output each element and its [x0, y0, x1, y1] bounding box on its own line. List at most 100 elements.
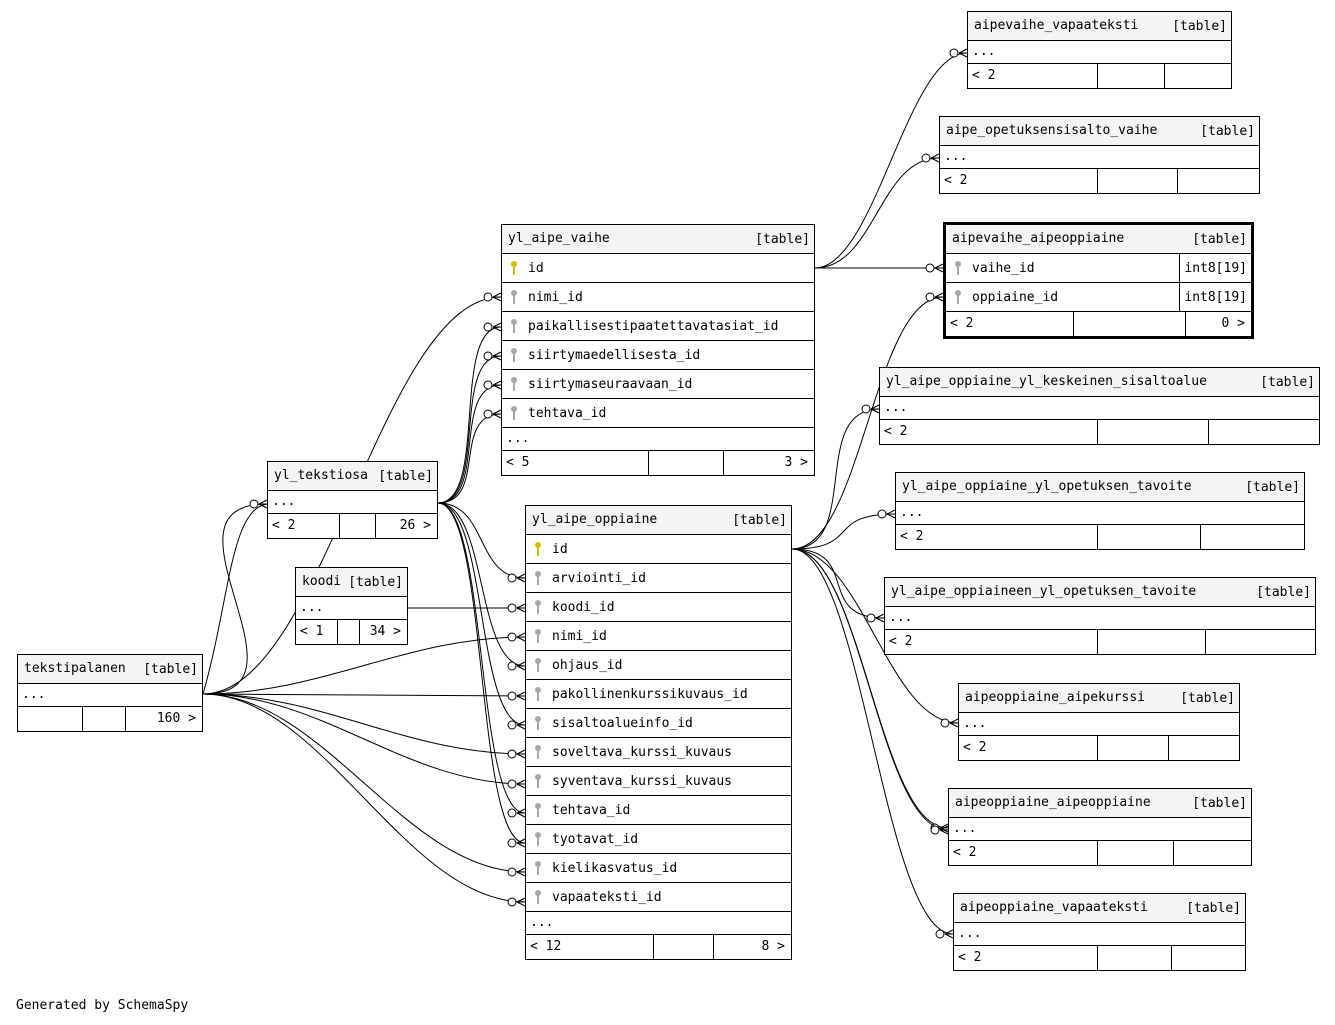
table-header: koodi [table] [296, 568, 407, 597]
relationship-edge [791, 408, 880, 550]
child-count[interactable]: 26 > [399, 518, 431, 533]
parent-count[interactable]: < 2 [884, 424, 908, 439]
relationship-edge [437, 355, 502, 504]
column-name: id [552, 542, 568, 557]
generated-by-credit: Generated by SchemaSpy [16, 998, 189, 1013]
column-row[interactable]: ohjaus_id [526, 651, 791, 680]
parent-count[interactable]: < 2 [272, 518, 296, 533]
parent-count[interactable]: < 12 [530, 939, 562, 954]
parent-count[interactable]: < 1 [300, 624, 324, 639]
more-columns-row: ... [968, 41, 1231, 64]
relationship-edge [814, 157, 940, 269]
table-yl-tekstiosa[interactable]: yl_tekstiosa [table] ... < 2 26 > [267, 461, 438, 539]
parent-count[interactable]: < 2 [958, 950, 982, 965]
column-row[interactable]: vaihe_id int8[19] [946, 254, 1251, 283]
relationship-edge [791, 513, 896, 550]
ellipsis: ... [958, 926, 982, 941]
table-header: aipe_opetuksensisalto_vaihe [table] [940, 117, 1259, 146]
foreign-key-icon [535, 890, 541, 904]
relationship-edge [202, 693, 526, 785]
relationship-endpoint [925, 263, 944, 273]
parent-count[interactable]: < 2 [953, 845, 977, 860]
table-footer: < 1 34 > [296, 620, 407, 644]
table-yl-aipe-oppiaineen-yl-opetuksen-tavoite[interactable]: yl_aipe_oppiaineen_yl_opetuksen_tavoite … [884, 577, 1316, 655]
table-header: aipeoppiaine_vapaateksti [table] [954, 894, 1245, 923]
parent-count[interactable]: < 2 [950, 316, 974, 331]
child-count[interactable]: 3 > [784, 455, 808, 470]
table-yl-aipe-oppiaine-yl-keskeinen-sisaltoalue[interactable]: yl_aipe_oppiaine_yl_keskeinen_sisaltoalu… [879, 367, 1320, 445]
table-name: aipevaihe_vapaateksti [974, 18, 1139, 33]
column-type: int8[19] [1179, 254, 1247, 283]
column-row[interactable]: koodi_id [526, 593, 791, 622]
foreign-key-icon [511, 348, 517, 362]
foreign-key-icon [511, 406, 517, 420]
relationship-edge [202, 693, 526, 903]
relationship-edge [202, 693, 526, 755]
column-row[interactable]: id [502, 254, 814, 283]
column-row[interactable]: tyotavat_id [526, 825, 791, 854]
column-row[interactable]: oppiaine_id int8[19] [946, 283, 1251, 312]
column-row[interactable]: soveltava_kurssi_kuvaus [526, 738, 791, 767]
column-row[interactable]: pakollinenkurssikuvaus_id [526, 680, 791, 709]
relationship-endpoint [507, 779, 526, 789]
table-footer: < 5 3 > [502, 451, 814, 475]
ellipsis: ... [944, 149, 968, 164]
table-name: aipe_opetuksensisalto_vaihe [946, 123, 1158, 138]
table-yl-aipe-oppiaine[interactable]: yl_aipe_oppiaine [table] id arviointi_id… [525, 505, 792, 960]
column-row[interactable]: nimi_id [526, 622, 791, 651]
more-columns-row: ... [526, 912, 791, 935]
column-row[interactable]: kielikasvatus_id [526, 854, 791, 883]
table-name: aipeoppiaine_aipeoppiaine [955, 795, 1151, 810]
column-row[interactable]: siirtymaedellisesta_id [502, 341, 814, 370]
more-columns-row: ... [296, 597, 407, 620]
parent-count[interactable]: < 2 [944, 173, 968, 188]
column-row[interactable]: nimi_id [502, 283, 814, 312]
table-aipeoppiaine-vapaateksti[interactable]: aipeoppiaine_vapaateksti [table] ... < 2 [953, 893, 1246, 971]
table-aipe-opetuksensisalto-vaihe[interactable]: aipe_opetuksensisalto_vaihe [table] ... … [939, 116, 1260, 194]
column-row[interactable]: id [526, 535, 791, 564]
table-yl-aipe-vaihe[interactable]: yl_aipe_vaihe [table] id nimi_id paikall… [501, 224, 815, 476]
table-tekstipalanen[interactable]: tekstipalanen [table] ... 160 > [17, 654, 203, 732]
column-name: oppiaine_id [972, 290, 1059, 305]
relationship-edge [202, 636, 526, 695]
parent-count[interactable]: < 2 [900, 529, 924, 544]
child-count[interactable]: 0 > [1221, 316, 1245, 331]
table-header: yl_aipe_oppiaine_yl_keskeinen_sisaltoalu… [880, 368, 1319, 397]
table-type-tag: [table] [1186, 901, 1241, 916]
foreign-key-icon [511, 377, 517, 391]
child-count[interactable]: 34 > [369, 624, 401, 639]
parent-count[interactable]: < 2 [972, 68, 996, 83]
parent-count[interactable]: < 5 [506, 455, 530, 470]
column-row[interactable]: siirtymaseuraavaan_id [502, 370, 814, 399]
column-row[interactable]: tehtava_id [502, 399, 814, 428]
column-row[interactable]: vapaateksti_id [526, 883, 791, 912]
column-row[interactable]: syventava_kurssi_kuvaus [526, 767, 791, 796]
table-aipevaihe-vapaateksti[interactable]: aipevaihe_vapaateksti [table] ... < 2 [967, 11, 1232, 89]
column-name: ohjaus_id [552, 658, 623, 673]
table-aipeoppiaine-aipeoppiaine[interactable]: aipeoppiaine_aipeoppiaine [table] ... < … [948, 788, 1252, 866]
table-type-tag: [table] [1180, 691, 1235, 706]
table-aipevaihe-aipeoppiaine[interactable]: aipevaihe_aipeoppiaine [table] vaihe_id … [943, 222, 1254, 339]
column-name: soveltava_kurssi_kuvaus [552, 745, 733, 760]
relationship-endpoint [507, 632, 526, 642]
child-count[interactable]: 160 > [156, 711, 196, 726]
table-aipeoppiaine-aipekurssi[interactable]: aipeoppiaine_aipekurssi [table] ... < 2 [958, 683, 1240, 761]
table-type-tag: [table] [348, 575, 403, 590]
table-header: yl_aipe_oppiaine_yl_opetuksen_tavoite [t… [896, 473, 1304, 502]
foreign-key-icon [535, 687, 541, 701]
parent-count[interactable]: < 2 [963, 740, 987, 755]
column-row[interactable]: paikallisestipaatettavatasiat_id [502, 312, 814, 341]
relationship-endpoint [483, 409, 502, 419]
column-row[interactable]: arviointi_id [526, 564, 791, 593]
table-koodi[interactable]: koodi [table] ... < 1 34 > [295, 567, 408, 645]
more-columns-row: ... [880, 397, 1319, 420]
table-header: aipevaihe_vapaateksti [table] [968, 12, 1231, 41]
column-row[interactable]: sisaltoalueinfo_id [526, 709, 791, 738]
relationship-edge [202, 693, 526, 697]
table-yl-aipe-oppiaine-yl-opetuksen-tavoite[interactable]: yl_aipe_oppiaine_yl_opetuksen_tavoite [t… [895, 472, 1305, 550]
column-row[interactable]: tehtava_id [526, 796, 791, 825]
parent-count[interactable]: < 2 [889, 634, 913, 649]
child-count[interactable]: 8 > [761, 939, 785, 954]
table-name: yl_aipe_oppiaineen_yl_opetuksen_tavoite [891, 584, 1197, 599]
